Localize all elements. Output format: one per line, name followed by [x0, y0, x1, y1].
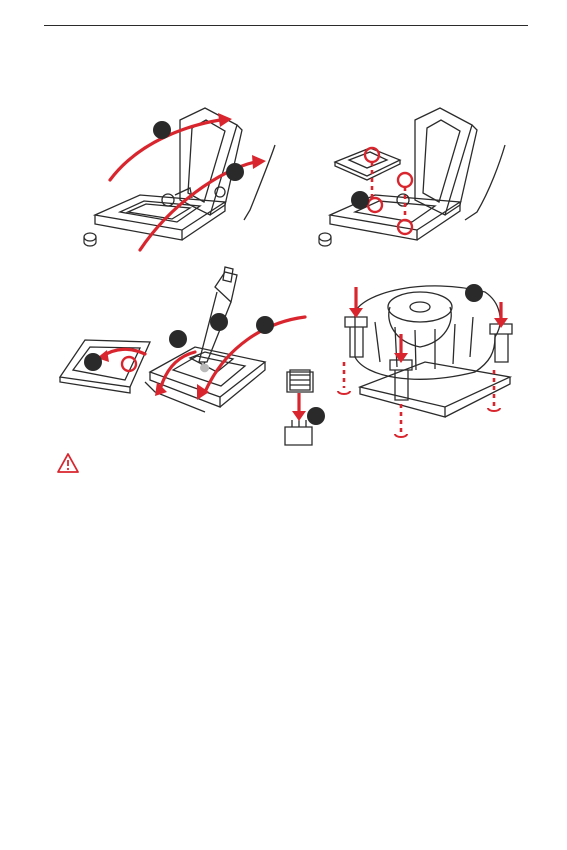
cpu-fan-install-illustration: [325, 262, 525, 447]
cpu-install-illustration: [315, 100, 525, 260]
fan-connector-illustration: [280, 365, 325, 455]
warning-icon: [56, 452, 80, 474]
header-rule: [44, 25, 528, 26]
thermal-paste-illustration: [55, 262, 315, 452]
socket-open-illustration: [80, 100, 295, 260]
